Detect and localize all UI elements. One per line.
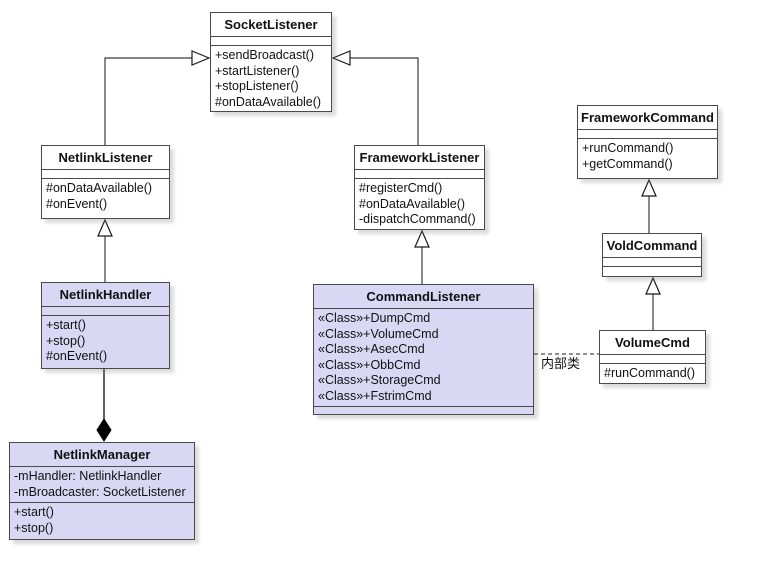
operation: +start(): [14, 505, 54, 519]
operations-compartment-empty: [603, 267, 701, 275]
attribute: «Class»+FstrimCmd: [318, 388, 432, 403]
inheritance-frameworklistener-socketlistener: [331, 50, 419, 145]
operation: +startListener(): [215, 63, 300, 78]
hollow-triangle-icon: [645, 276, 661, 295]
operation: #registerCmd(): [359, 181, 443, 195]
operation: +stop(): [14, 520, 54, 535]
operation: +stopListener(): [215, 79, 299, 93]
operation: +runCommand(): [582, 141, 674, 155]
operations-compartment: #runCommand(): [600, 364, 705, 383]
class-title: FrameworkCommand: [578, 106, 717, 130]
attributes-compartment-empty: [578, 130, 717, 139]
class-frameworklistener: FrameworkListener #registerCmd() #onData…: [354, 145, 485, 230]
operations-compartment: +runCommand() +getCommand(): [578, 139, 717, 178]
operation: +getCommand(): [582, 156, 673, 171]
inheritance-commandlistener-frameworklistener: [414, 229, 430, 284]
hollow-triangle-icon: [191, 50, 211, 66]
operations-compartment: +start() +stop(): [10, 503, 194, 539]
class-netlinklistener: NetlinkListener #onDataAvailable() #onEv…: [41, 145, 170, 219]
class-commandlistener: CommandListener «Class»+DumpCmd «Class»+…: [313, 284, 534, 415]
class-title: NetlinkHandler: [42, 283, 169, 307]
class-voldcommand: VoldCommand: [602, 233, 702, 277]
class-netlinkmanager: NetlinkManager -mHandler: NetlinkHandler…: [9, 442, 195, 540]
inheritance-volumecmd-voldcommand: [645, 276, 661, 330]
operation: #onDataAvailable(): [215, 94, 322, 109]
attribute: -mHandler: NetlinkHandler: [14, 469, 162, 483]
attributes-compartment: «Class»+DumpCmd «Class»+VolumeCmd «Class…: [314, 309, 533, 407]
hollow-triangle-icon: [414, 229, 430, 248]
operation: #runCommand(): [604, 366, 696, 380]
class-title: VolumeCmd: [600, 331, 705, 355]
attribute: -mBroadcaster: SocketListener: [14, 484, 186, 499]
class-title: VoldCommand: [603, 234, 701, 258]
attribute: «Class»+VolumeCmd: [318, 326, 439, 341]
operation: -dispatchCommand(): [359, 212, 476, 226]
operation: #onEvent(): [46, 196, 108, 211]
attributes-compartment-empty: [603, 258, 701, 267]
operations-compartment: #registerCmd() #onDataAvailable() -dispa…: [355, 179, 484, 229]
inner-class-edge-label: 内部类: [541, 356, 581, 371]
attributes-compartment-empty: [355, 170, 484, 179]
attribute: «Class»+AsecCmd: [318, 342, 425, 356]
operations-compartment: #onDataAvailable() #onEvent(): [42, 179, 169, 218]
operation: +start(): [46, 318, 86, 332]
operation: #onDataAvailable(): [46, 181, 153, 195]
class-netlinkhandler: NetlinkHandler +start() +stop() #onEvent…: [41, 282, 170, 369]
attributes-compartment-empty: [42, 307, 169, 316]
attributes-compartment-empty: [211, 37, 331, 46]
operation: #onEvent(): [46, 349, 108, 363]
class-title: NetlinkListener: [42, 146, 169, 170]
hollow-triangle-icon: [331, 50, 351, 66]
composition-netlinkhandler-netlinkmanager: [96, 369, 112, 442]
attribute: «Class»+StorageCmd: [318, 373, 441, 387]
operations-compartment: +start() +stop() #onEvent(): [42, 316, 169, 368]
inheritance-netlinkhandler-netlinklistener: [97, 218, 113, 282]
attributes-compartment-empty: [600, 355, 705, 364]
attributes-compartment: -mHandler: NetlinkHandler -mBroadcaster:…: [10, 467, 194, 503]
inheritance-netlinklistener-socketlistener: [104, 50, 211, 145]
attribute: «Class»+DumpCmd: [318, 311, 431, 325]
hollow-triangle-icon: [97, 218, 113, 237]
class-title: CommandListener: [314, 285, 533, 309]
operations-compartment: +sendBroadcast() +startListener() +stopL…: [211, 46, 331, 111]
attributes-compartment-empty: [42, 170, 169, 179]
operation: +sendBroadcast(): [215, 48, 315, 62]
class-title: SocketListener: [211, 13, 331, 37]
class-title: FrameworkListener: [355, 146, 484, 170]
hollow-triangle-icon: [641, 178, 657, 197]
class-volumecmd: VolumeCmd #runCommand(): [599, 330, 706, 384]
class-frameworkcommand: FrameworkCommand +runCommand() +getComma…: [577, 105, 718, 179]
inheritance-voldcommand-frameworkcommand: [641, 178, 657, 233]
class-socketlistener: SocketListener +sendBroadcast() +startLi…: [210, 12, 332, 112]
filled-diamond-icon: [96, 418, 112, 442]
operation: +stop(): [46, 333, 86, 348]
attribute: «Class»+ObbCmd: [318, 357, 421, 372]
class-title: NetlinkManager: [10, 443, 194, 467]
operations-compartment-empty: [314, 407, 533, 414]
operation: #onDataAvailable(): [359, 196, 466, 211]
